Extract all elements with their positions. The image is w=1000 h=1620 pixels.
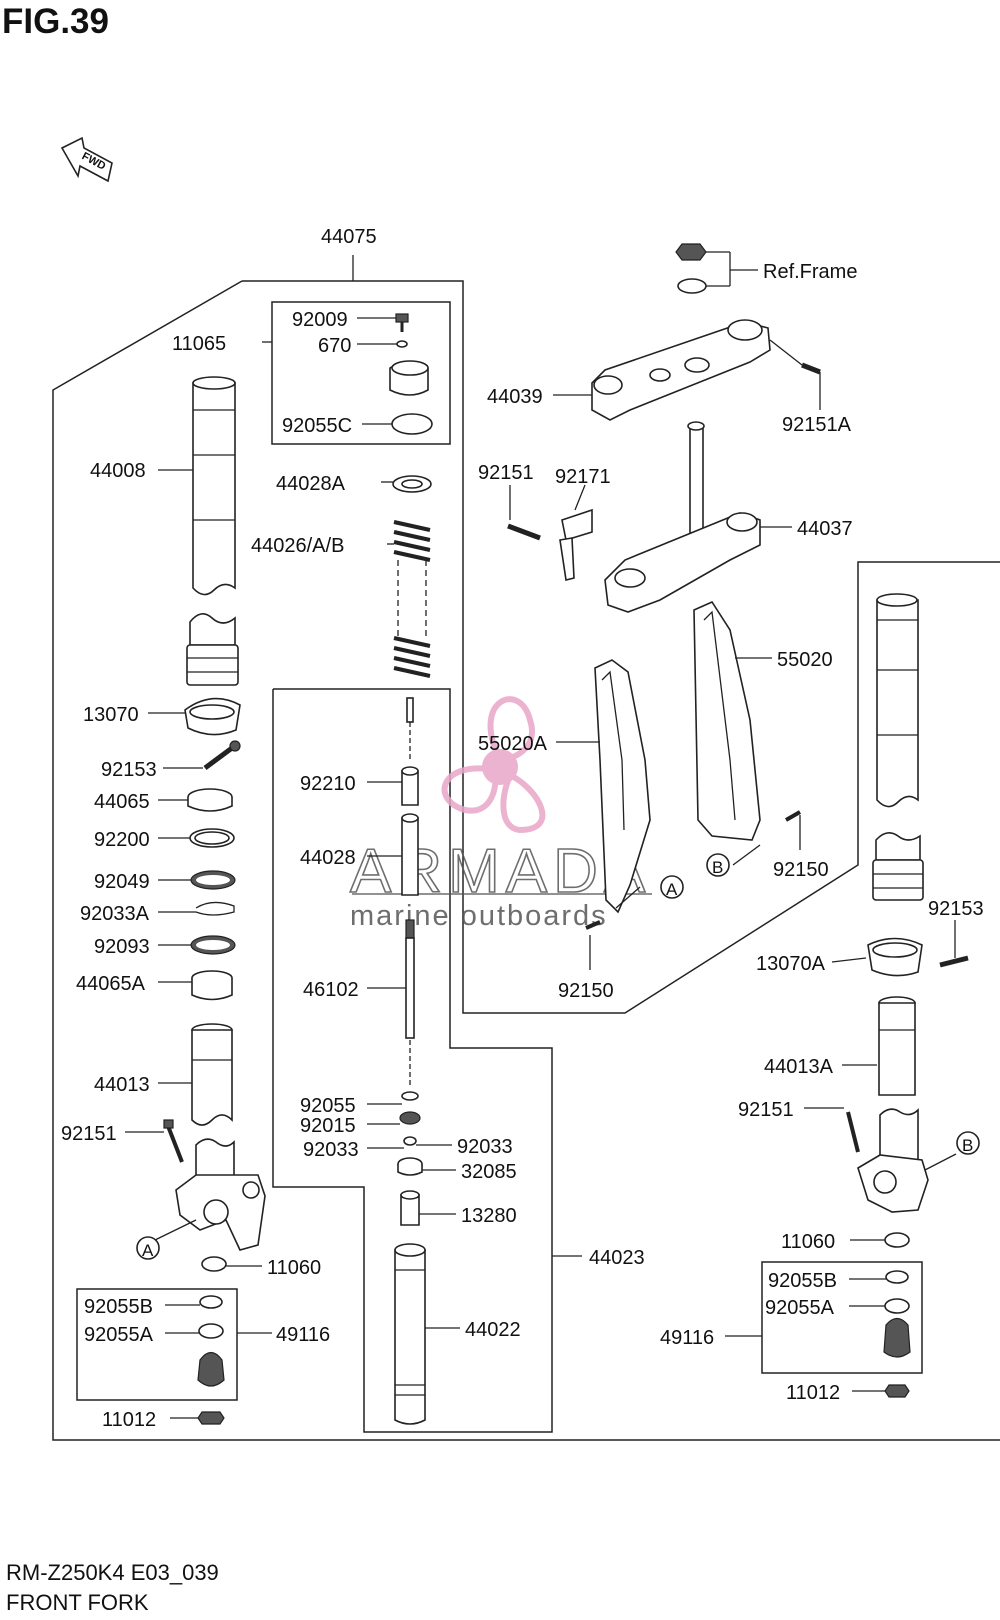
label-11060-right: 11060 [781, 1231, 835, 1253]
label-32085: 32085 [461, 1161, 517, 1183]
label-92055B-left: 92055B [84, 1296, 153, 1318]
callout-a-right: A [666, 880, 678, 899]
label-92153-right: 92153 [928, 898, 984, 920]
watermark-tagline: marine outboards [350, 900, 608, 932]
label-44026: 44026/A/B [251, 535, 344, 557]
label-ref-frame: Ref.Frame [763, 261, 857, 283]
label-92033-b: 92033 [457, 1136, 513, 1158]
label-55020A: 55020A [478, 733, 548, 755]
left-fork-parts [163, 376, 266, 1425]
armada-watermark-logo: ARMADA marine outboards [349, 696, 652, 932]
label-670: 670 [318, 335, 351, 357]
label-92210: 92210 [300, 773, 356, 795]
label-44037: 44037 [797, 518, 853, 540]
fork-spring [393, 520, 431, 678]
label-44028: 44028 [300, 847, 356, 869]
label-92055B-right: 92055B [768, 1270, 837, 1292]
label-92055A-left: 92055A [84, 1324, 154, 1346]
label-44023: 44023 [589, 1247, 645, 1269]
figure-title: FIG.39 [2, 2, 109, 41]
label-49116-left: 49116 [276, 1324, 330, 1346]
label-11012-right: 11012 [786, 1382, 840, 1404]
label-92200: 92200 [94, 829, 150, 851]
label-92151A: 92151A [782, 414, 852, 436]
label-49116-right: 49116 [660, 1327, 714, 1349]
label-44065: 44065 [94, 791, 150, 813]
label-92151-right: 92151 [738, 1099, 794, 1121]
label-92151-top: 92151 [478, 462, 534, 484]
label-92171: 92171 [555, 466, 611, 488]
fwd-arrow-icon: FWD [60, 136, 113, 183]
label-44039: 44039 [487, 386, 543, 408]
label-92033-a: 92033 [303, 1139, 359, 1161]
label-44013A: 44013A [764, 1056, 834, 1078]
label-92055C: 92055C [282, 415, 352, 437]
label-92055A-right: 92055A [765, 1297, 835, 1319]
footer-section-name: FRONT FORK [6, 1590, 149, 1615]
watermark-brand: ARMADA [350, 837, 651, 906]
label-92153-left: 92153 [101, 759, 157, 781]
label-13070: 13070 [83, 704, 139, 726]
fork-cap-parts [389, 313, 433, 493]
callout-b-right: B [962, 1136, 973, 1155]
label-44065A: 44065A [76, 973, 146, 995]
label-13070A: 13070A [756, 953, 826, 975]
assembly-frames [52, 280, 1000, 1441]
label-46102: 46102 [303, 979, 359, 1001]
part-labels: 44075 11065 92009 670 92055C 44008 44028… [61, 226, 984, 1431]
label-55020: 55020 [777, 649, 833, 671]
callout-markers: A A B B [136, 853, 980, 1260]
label-92015: 92015 [300, 1115, 356, 1137]
callout-a-left: A [142, 1241, 154, 1260]
label-11012-left: 11012 [102, 1409, 156, 1431]
label-92093: 92093 [94, 936, 150, 958]
steering-parts [507, 243, 821, 613]
label-92033A: 92033A [80, 903, 150, 925]
label-92055: 92055 [300, 1095, 356, 1117]
label-44013: 44013 [94, 1074, 150, 1096]
label-13280: 13280 [461, 1205, 517, 1227]
label-92049: 92049 [94, 871, 150, 893]
callout-b-guard: B [712, 858, 723, 877]
fork-guards [585, 600, 801, 930]
label-11065: 11065 [172, 333, 226, 355]
label-44008: 44008 [90, 460, 146, 482]
label-44022: 44022 [465, 1319, 521, 1341]
footer-model-code: RM-Z250K4 E03_039 [6, 1560, 219, 1585]
label-44075: 44075 [321, 226, 377, 248]
label-11060-left: 11060 [267, 1257, 321, 1279]
label-92151-left: 92151 [61, 1123, 117, 1145]
right-fork-parts [846, 593, 969, 1398]
label-92009: 92009 [292, 309, 348, 331]
label-92150-b: 92150 [773, 859, 829, 881]
leader-lines [125, 251, 957, 1419]
damper-cartridge [394, 697, 426, 1425]
label-92150-a: 92150 [558, 980, 614, 1002]
label-44028A: 44028A [276, 473, 346, 495]
